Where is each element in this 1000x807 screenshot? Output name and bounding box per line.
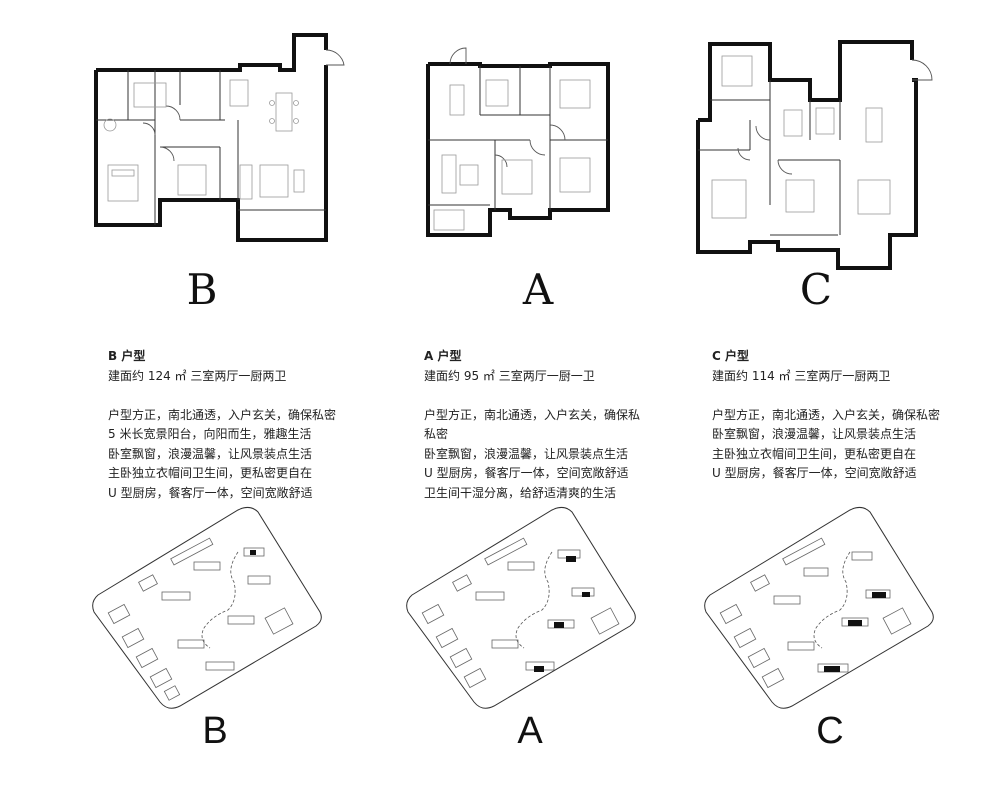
plan-label-b: B: [186, 265, 218, 314]
unit-b-line: U 型厨房，餐客厅一体，空间宽敞舒适: [108, 485, 313, 500]
unit-a-description: A 户型 建面约 95 ㎡ 三室两厅一厨一卫 户型方正，南北通透，入户玄关，确保…: [424, 347, 664, 503]
unit-b-line: 户型方正，南北通透，入户玄关，确保私密: [108, 407, 337, 422]
unit-c-line: 卧室飘窗，浪漫温馨，让风景装点生活: [712, 427, 917, 441]
unit-a-line: 户型方正，南北通透，入户玄关，确保私: [424, 407, 641, 422]
unit-b-line: 主卧独立衣帽间卫生间，更私密更自在: [108, 466, 313, 480]
floor-plan-b: [80, 25, 350, 245]
site-label-c: C: [816, 710, 844, 752]
unit-a-area: 建面约 95 ㎡ 三室两厅一厨一卫: [424, 368, 595, 383]
site-plan-b: [88, 500, 328, 715]
plan-label-a: A: [522, 265, 554, 314]
unit-c-title: C 户型: [712, 349, 749, 363]
unit-a-line: U 型厨房，餐客厅一体，空间宽敞舒适: [424, 466, 629, 480]
unit-c-line: 主卧独立衣帽间卫生间，更私密更自在: [712, 446, 917, 461]
unit-c-area: 建面约 114 ㎡ 三室两厅一厨两卫: [712, 368, 891, 383]
unit-b-area: 建面约 124 ㎡ 三室两厅一厨两卫: [108, 368, 287, 383]
site-label-a: A: [517, 710, 543, 752]
plan-label-c: C: [799, 265, 833, 314]
unit-c-line: U 型厨房，餐客厅一体，空间宽敞舒适: [712, 466, 917, 480]
unit-a-title: A 户型: [424, 349, 462, 363]
unit-a-line: 卧室飘窗，浪漫温馨，让风景装点生活: [424, 446, 629, 461]
floor-plan-c: [690, 30, 960, 275]
unit-b-title: B 户型: [108, 349, 146, 363]
site-plan-a: [402, 500, 642, 715]
unit-b-line: 5 米长宽景阳台，向阳而生，雅趣生活: [108, 427, 312, 441]
site-plan-c: [700, 500, 940, 715]
unit-a-line: 卫生间干湿分离，给舒适清爽的生活: [424, 485, 617, 500]
site-label-b: B: [202, 710, 228, 752]
unit-c-line: 户型方正，南北通透，入户玄关，确保私密: [712, 407, 941, 422]
unit-a-line: 私密: [424, 427, 449, 441]
floor-plan-a: [420, 40, 620, 240]
unit-c-description: C 户型 建面约 114 ㎡ 三室两厅一厨两卫 户型方正，南北通透，入户玄关，确…: [712, 347, 952, 484]
unit-b-line: 卧室飘窗，浪漫温馨，让风景装点生活: [108, 446, 313, 461]
unit-b-description: B 户型 建面约 124 ㎡ 三室两厅一厨两卫 户型方正，南北通透，入户玄关，确…: [108, 347, 348, 503]
